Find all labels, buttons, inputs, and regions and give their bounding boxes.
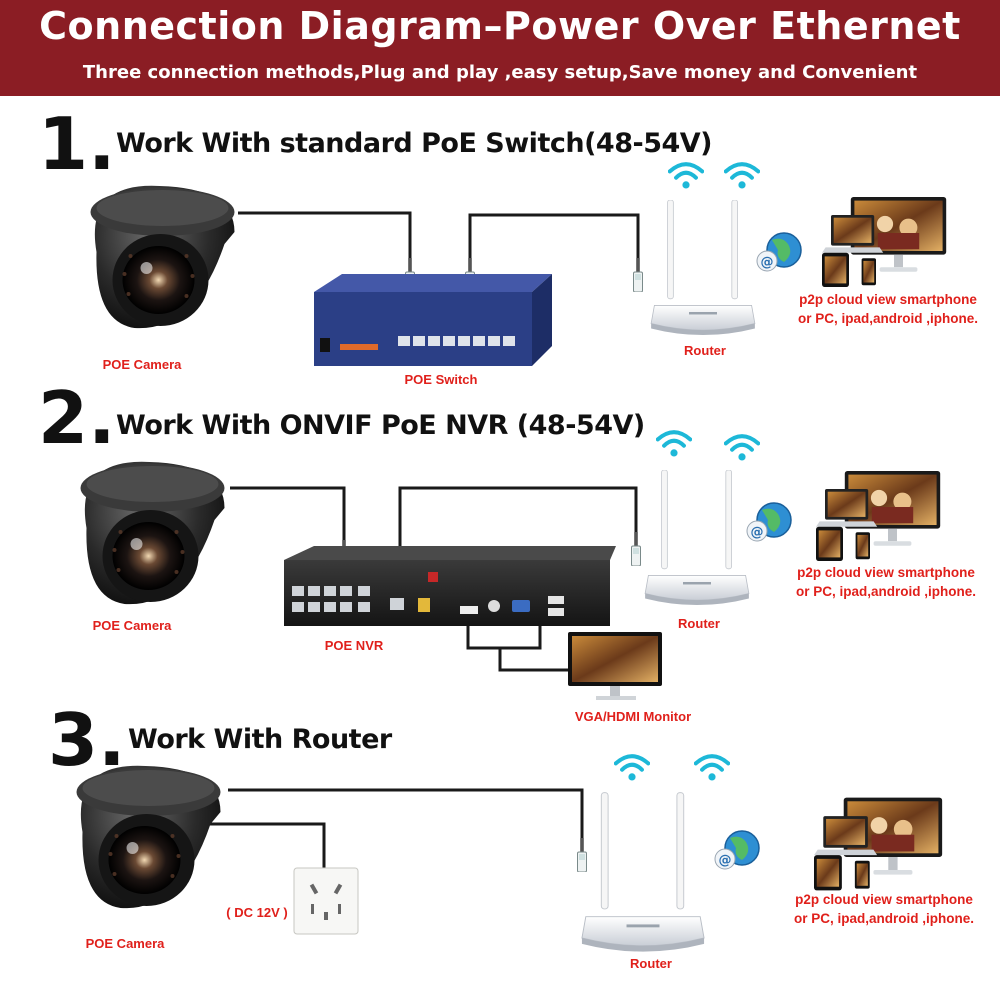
section-1-diagram <box>90 164 947 366</box>
poe-camera-label: POE Camera <box>85 936 165 951</box>
rj45-plug-icon <box>577 838 587 872</box>
section-2-title: Work With ONVIF PoE NVR (48-54V) <box>116 410 645 441</box>
router-icon <box>650 200 756 336</box>
poe-switch-icon <box>314 274 552 366</box>
section-3-number: 3. <box>48 698 126 782</box>
power-socket-icon <box>293 867 359 935</box>
section-1-number: 1. <box>38 102 116 186</box>
dome-camera-icon <box>76 765 221 909</box>
router-icon <box>644 470 750 606</box>
rj45-plug-icon <box>633 258 643 292</box>
cloud-globe-icon <box>746 502 792 542</box>
router-label: Router <box>678 616 720 631</box>
wifi-icon <box>726 164 758 188</box>
cloud-globe-icon <box>756 232 802 272</box>
poe-nvr-label: POE NVR <box>324 638 384 653</box>
cloud-globe-icon <box>714 830 760 870</box>
devices-icon <box>816 471 941 561</box>
section-3-diagram <box>76 756 943 953</box>
header-banner: Connection Diagram–Power Over Ethernet T… <box>0 0 1000 96</box>
monitor-label: VGA/HDMI Monitor <box>574 709 692 724</box>
router-label: Router <box>630 956 672 971</box>
rj45-plug-icon <box>631 532 641 566</box>
section-3-title: Work With Router <box>128 724 392 755</box>
poe-camera-label: POE Camera <box>92 618 172 633</box>
wifi-icon <box>658 432 690 456</box>
wifi-icon <box>670 164 702 188</box>
p2p-label: p2p cloud view smartphone or PC, ipad,an… <box>797 292 978 326</box>
poe-camera-label: POE Camera <box>102 357 182 372</box>
wifi-icon <box>616 756 648 780</box>
dome-camera-icon <box>90 185 235 329</box>
p2p-label: p2p cloud view smartphone or PC, ipad,an… <box>793 892 974 926</box>
section-2-diagram <box>80 432 941 700</box>
router-icon <box>581 792 705 953</box>
devices-icon <box>814 797 943 891</box>
monitor-icon <box>568 632 662 700</box>
wifi-icon <box>726 436 758 460</box>
nvr-icon <box>284 546 616 626</box>
p2p-label: p2p cloud view smartphone or PC, ipad,an… <box>795 565 976 599</box>
wifi-icon <box>696 756 728 780</box>
dome-camera-icon <box>80 461 225 605</box>
devices-icon <box>822 197 947 287</box>
section-1-title: Work With standard PoE Switch(48-54V) <box>116 128 713 159</box>
dc-power-label: ( DC 12V ) <box>226 905 288 920</box>
page-title: Connection Diagram–Power Over Ethernet <box>39 4 961 48</box>
router-label: Router <box>684 343 726 358</box>
poe-switch-label: POE Switch <box>404 372 478 387</box>
page-subtitle: Three connection methods,Plug and play ,… <box>82 62 918 83</box>
section-2-number: 2. <box>38 376 116 460</box>
